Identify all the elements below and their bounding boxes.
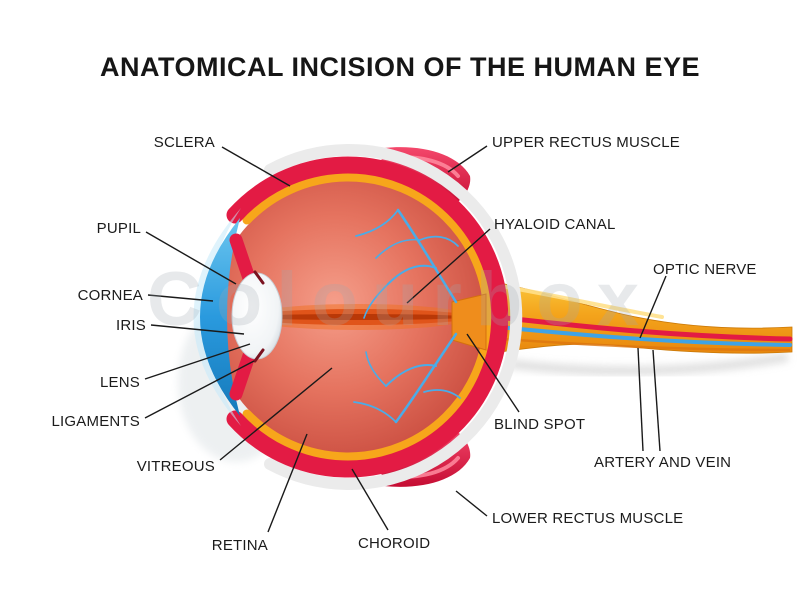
sclera-ring (264, 144, 523, 490)
blind-spot-shape (451, 293, 487, 351)
optic-nerve-shape (483, 279, 793, 355)
label-vitreous: VITREOUS (136, 458, 215, 475)
leader-line-vein (652, 349, 661, 452)
leader-line-artery (637, 347, 644, 452)
label-lens: LENS (100, 374, 140, 391)
label-cornea: CORNEA (77, 287, 143, 304)
ligaments-shape (253, 270, 265, 363)
leader-line-upper-rectus (447, 145, 488, 173)
leader-line-sclera (221, 146, 291, 187)
label-artery-and-vein: ARTERY AND VEIN (594, 454, 732, 471)
label-retina: RETINA (211, 537, 268, 554)
leader-line-lens (144, 343, 251, 380)
label-iris: IRIS (116, 317, 146, 334)
leader-line-blind-spot (466, 333, 520, 413)
retina-ring (242, 172, 493, 462)
leader-lines (144, 145, 667, 533)
lens-shape (231, 272, 283, 360)
leader-line-iris (150, 324, 245, 335)
leader-line-choroid (351, 468, 389, 531)
hyaloid-canal-shape (246, 304, 470, 330)
leader-line-vitreous (219, 367, 333, 461)
choroid-ring (226, 156, 509, 478)
leader-line-ligaments (144, 360, 255, 419)
label-lower-rectus-muscle: LOWER RECTUS MUSCLE (492, 510, 684, 527)
leader-line-retina (267, 433, 308, 533)
retinal-vessels (353, 208, 461, 424)
eyeball (193, 144, 523, 490)
label-upper-rectus-muscle: UPPER RECTUS MUSCLE (492, 134, 680, 151)
label-choroid: CHOROID (358, 535, 431, 552)
label-pupil: PUPIL (96, 220, 141, 237)
leader-line-cornea (147, 294, 214, 302)
iris-lower (229, 343, 258, 401)
label-blind-spot: BLIND SPOT (494, 416, 586, 433)
page-title: ANATOMICAL INCISION OF THE HUMAN EYE (99, 52, 701, 82)
leader-line-pupil (145, 231, 237, 285)
label-hyaloid-canal: HYALOID CANAL (494, 216, 616, 233)
label-ligaments: LIGAMENTS (51, 413, 140, 430)
leader-line-optic-nerve (639, 275, 667, 339)
cornea-shape (200, 218, 240, 416)
cornea-glow (193, 208, 241, 426)
label-sclera: SCLERA (153, 134, 215, 151)
leader-line-lower-rectus (455, 490, 488, 517)
label-optic-nerve: OPTIC NERVE (653, 261, 757, 278)
leader-line-hyaloid-canal (406, 228, 491, 304)
